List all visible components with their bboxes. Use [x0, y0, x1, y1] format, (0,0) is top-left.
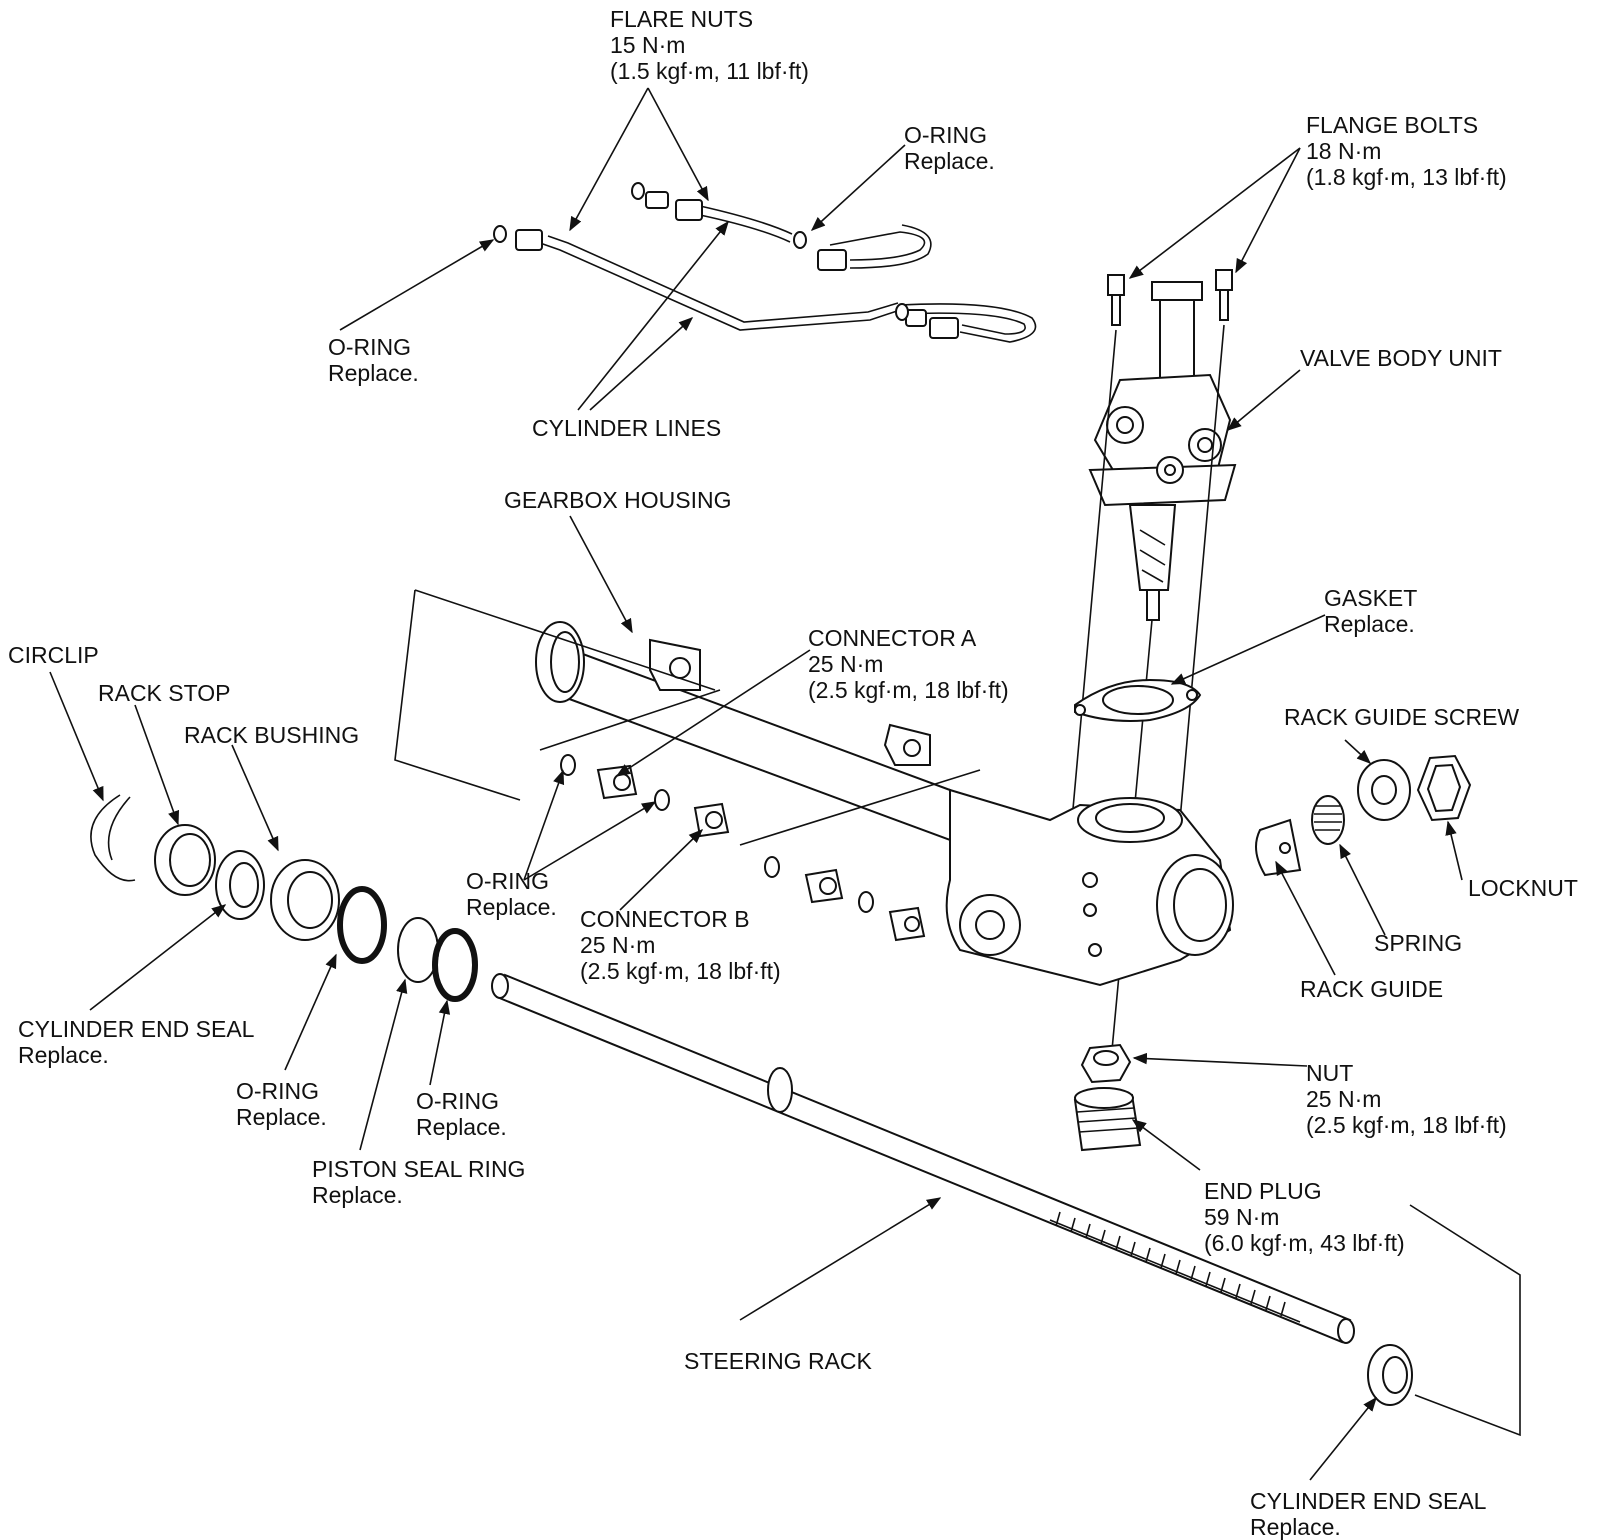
locknut-label: LOCKNUT [1468, 875, 1578, 901]
valve-body-unit-drawing [1088, 269, 1237, 621]
leader-lines [49, 87, 1463, 1481]
rack-guide-screw-label: RACK GUIDE SCREW [1284, 704, 1520, 730]
rack-stop-label: RACK STOP [98, 680, 231, 706]
steering-rack-drawing [491, 973, 1413, 1406]
spring-label: SPRING [1374, 930, 1463, 956]
cylinder-lines-drawing [493, 182, 1037, 343]
gearbox-housing-label: GEARBOX HOUSING [504, 487, 732, 513]
cylinder-lines-label: CYLINDER LINES [532, 415, 722, 441]
rack-bushing-label: RACK BUSHING [184, 722, 360, 748]
connectors-drawing [560, 754, 926, 942]
left-parts-drawing [90, 794, 478, 1002]
circlip-label: CIRCLIP [8, 642, 99, 668]
gearbox-housing-drawing [535, 621, 1234, 987]
nut-end-plug-drawing [1073, 1043, 1142, 1152]
steering-rack-label: STEERING RACK [684, 1348, 872, 1374]
rack-guide-label: RACK GUIDE [1300, 976, 1444, 1002]
valve-body-unit-label: VALVE BODY UNIT [1300, 345, 1502, 371]
rack-guide-assembly-drawing [1255, 754, 1472, 877]
gasket-drawing [1074, 678, 1202, 722]
